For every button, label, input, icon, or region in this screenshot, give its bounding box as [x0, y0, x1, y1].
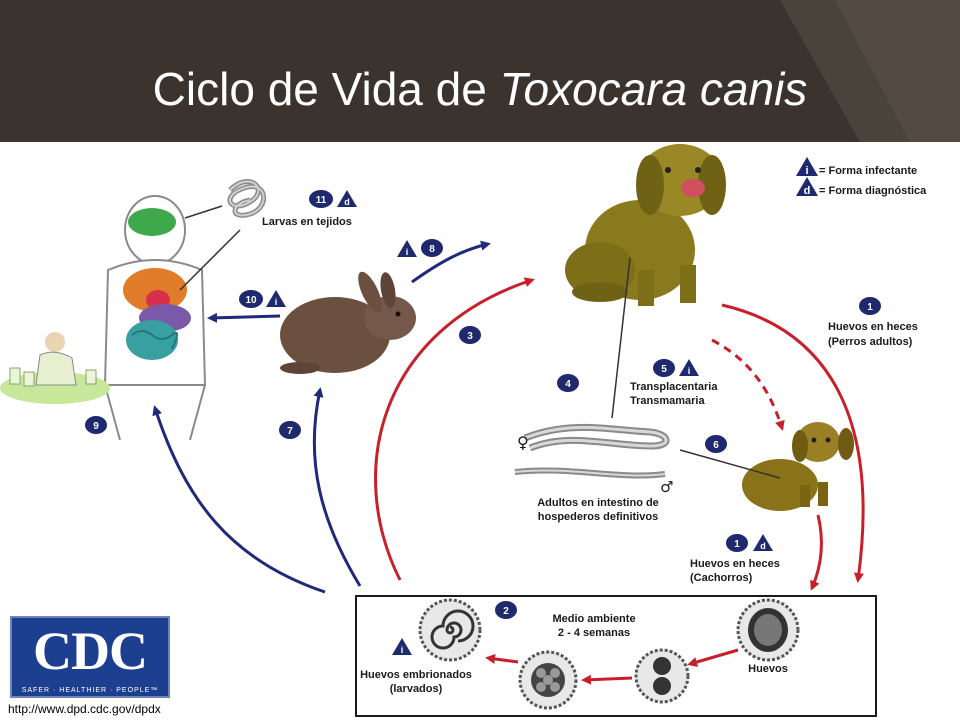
arrow-egg-development-3	[485, 653, 519, 664]
puppy-to-worms-line	[679, 449, 781, 479]
cdc-logo-letters: CDC	[33, 621, 148, 681]
arrow-transplacental	[711, 338, 785, 431]
svg-text:11: 11	[316, 195, 327, 206]
embryonated-eggs-label-2: (larvados)	[390, 683, 443, 695]
egg-unembryonated	[736, 598, 800, 662]
legend-diagnostic-label: = Forma diagnóstica	[819, 185, 927, 197]
arrow-egg-development-2	[581, 674, 633, 685]
arrow-to-dog	[374, 277, 535, 581]
svg-text:6: 6	[713, 440, 719, 451]
larva-pointer-line-1	[184, 205, 223, 219]
step-7-marker: 7	[279, 421, 301, 439]
step-11-marker: 11 d	[309, 190, 357, 208]
environment-label-1: Medio ambiente	[552, 613, 635, 625]
svg-text:9: 9	[93, 421, 99, 432]
svg-text:i: i	[401, 645, 404, 655]
svg-text:i: i	[275, 297, 278, 307]
larva-pointer-line-2	[179, 229, 241, 291]
title-bar-decoration	[780, 0, 960, 142]
adult-worms-label-1: Adultos en intestino de	[537, 497, 659, 509]
svg-text:d: d	[760, 541, 766, 551]
cdc-logo-tagline: SAFER · HEALTHIER · PEOPLE™	[21, 687, 159, 694]
infective-form-icon: i	[796, 157, 818, 177]
svg-text:5: 5	[661, 364, 667, 375]
eggs-puppy-feces-label-2: (Cachorros)	[690, 572, 753, 584]
cdc-logo: CDC SAFER · HEALTHIER · PEOPLE™	[10, 616, 170, 698]
embryonated-eggs-label-1: Huevos embrionados	[360, 669, 472, 681]
step-3-marker: 3	[459, 326, 481, 344]
arrow-to-human	[152, 405, 326, 594]
larva-coil-illustration	[227, 179, 267, 218]
environment-label-2: 2 - 4 semanas	[558, 627, 630, 639]
dog-to-worms-line	[611, 257, 631, 419]
diagnostic-form-icon: d	[796, 177, 818, 197]
arrow-to-rabbit	[312, 387, 362, 587]
step-10-marker: 10 i	[239, 290, 286, 308]
egg-morula	[518, 650, 578, 710]
adult-worms-label-2: hospederos definitivos	[538, 511, 658, 523]
adult-dog-illustration	[565, 144, 726, 306]
environment-box: 2 Medio ambiente 2 - 4 semanas Huevos	[355, 595, 877, 717]
eggs-adult-feces-label-1: Huevos en heces	[828, 321, 918, 333]
svg-text:1: 1	[734, 539, 740, 550]
legend-infective-label: = Forma infectante	[819, 165, 917, 177]
egg-larvated	[418, 598, 482, 662]
egg-two-cell	[634, 648, 690, 704]
eggs-puppy-feces-label-1: Huevos en heces	[690, 558, 780, 570]
svg-text:i: i	[406, 247, 409, 257]
source-url[interactable]: http://www.dpd.cdc.gov/dpdx	[8, 702, 161, 716]
human-body-illustration	[103, 195, 207, 441]
step-1-puppy-marker: 1 d	[726, 534, 773, 552]
step-6-marker: 6	[705, 435, 727, 453]
step-4-marker: 4	[557, 374, 579, 392]
eggs-adult-feces-label-2: (Perros adultos)	[828, 336, 913, 348]
svg-text:2: 2	[503, 606, 509, 617]
arrow-adult-feces	[721, 303, 865, 583]
female-symbol: ♀	[517, 433, 529, 452]
embryonated-infective-icon: i	[392, 638, 412, 655]
male-symbol: ♂	[660, 478, 673, 496]
title-bar: Ciclo de Vida de Toxocara canis	[0, 0, 960, 142]
species-name: Toxocara canis	[499, 63, 808, 115]
larvae-in-tissues-label: Larvas en tejidos	[262, 216, 352, 228]
svg-text:1: 1	[867, 302, 873, 313]
arrow-puppy-feces	[810, 514, 823, 591]
step-8-marker: i 8	[397, 239, 443, 257]
child-playing-illustration	[0, 332, 110, 404]
slide-title: Ciclo de Vida de Toxocara canis	[152, 63, 808, 115]
puppy-illustration	[742, 422, 854, 511]
svg-text:d: d	[804, 185, 811, 197]
svg-text:7: 7	[287, 426, 293, 437]
legend: i = Forma infectante d = Forma diagnósti…	[796, 157, 927, 197]
arrow-egg-development-1	[687, 648, 739, 667]
eggs-label: Huevos	[748, 663, 788, 675]
svg-text:8: 8	[429, 244, 435, 255]
rabbit-illustration	[280, 271, 416, 374]
svg-text:3: 3	[467, 331, 473, 342]
transplacental-label-1: Transplacentaria	[630, 381, 718, 393]
transplacental-label-2: Transmamaria	[630, 395, 705, 407]
step-1-adult-marker: 1	[859, 297, 881, 315]
step-5-marker: 5 i	[653, 359, 699, 377]
svg-text:i: i	[805, 165, 808, 177]
adult-worms-illustration	[514, 423, 670, 479]
svg-text:10: 10	[245, 295, 257, 306]
step-2-marker: 2	[495, 601, 517, 619]
svg-text:d: d	[344, 197, 350, 207]
svg-text:4: 4	[565, 379, 571, 390]
step-9-marker: 9	[85, 416, 107, 434]
life-cycle-diagram: i = Forma infectante d = Forma diagnósti…	[0, 144, 927, 717]
arrow-rabbit-to-dog	[411, 240, 491, 284]
svg-text:i: i	[688, 366, 691, 376]
arrow-rabbit-to-human	[207, 312, 281, 323]
